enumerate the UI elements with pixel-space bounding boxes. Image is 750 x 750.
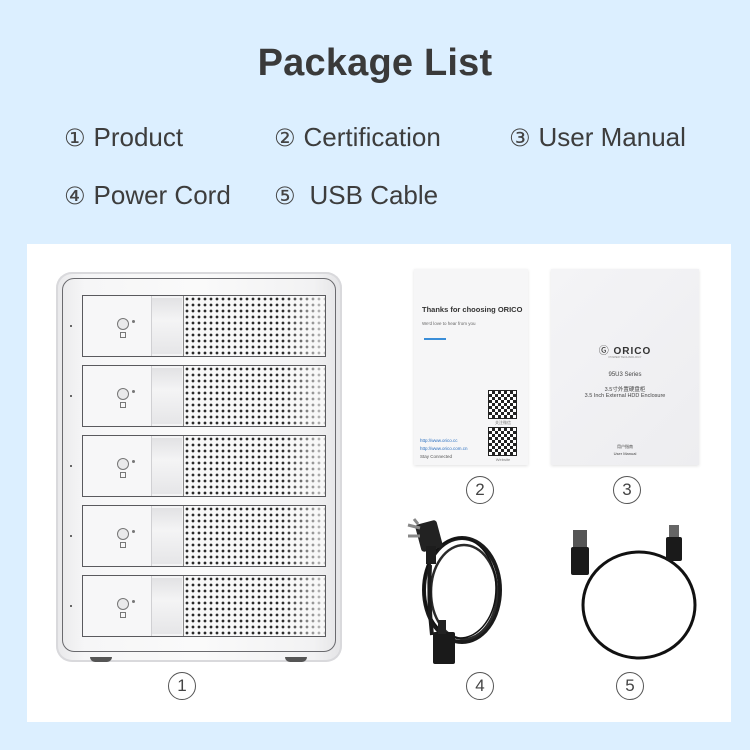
usb-cable-icon (571, 525, 697, 660)
package-item-usb-cable: ⑤ USB Cable (274, 180, 438, 211)
caption-usb-cable: 5 (616, 672, 644, 700)
enclosure-foot (285, 657, 307, 662)
page-title: Package List (257, 42, 493, 84)
leaflet-subtitle: We'd love to hear from you (422, 321, 476, 326)
lock-icon (120, 542, 126, 548)
manual-footer-en: User Manual (613, 451, 637, 456)
power-button-icon (117, 528, 129, 540)
caption-user-manual: 3 (613, 476, 641, 504)
qr-code-icon (488, 427, 517, 456)
logo-subtitle: POWER TECHNOLOGY (608, 355, 642, 359)
manual-footer-cn: 用户指南 (617, 444, 633, 449)
item-number: ② (274, 124, 296, 152)
manual-series: 95U3 Series (608, 372, 642, 378)
accent-bar (424, 338, 446, 340)
orico-logo-icon: Ⓖ ORICO (598, 346, 652, 357)
qr-caption: 关注微信 (495, 420, 511, 425)
drive-bay (82, 365, 326, 427)
drive-bay (82, 575, 326, 637)
item-number: ③ (509, 124, 531, 152)
leaflet-title: Thanks for choosing ORICO (422, 305, 523, 314)
leaflet-link: http://www.orico.com.cn (420, 446, 468, 451)
qr-caption: Website (495, 457, 511, 462)
item-label: USB Cable (309, 180, 439, 210)
power-button-icon (117, 598, 129, 610)
caption-power-cord: 4 (466, 672, 494, 700)
user-manual-image: Ⓖ ORICO POWER TECHNOLOGY 95U3 Series 3.5… (551, 269, 699, 465)
power-cord-icon (407, 518, 502, 664)
lock-icon (120, 402, 126, 408)
caption-product: 1 (168, 672, 196, 700)
lock-icon (120, 612, 126, 618)
item-label: User Manual (538, 122, 686, 152)
lock-icon (120, 332, 126, 338)
leaflet-link: http://www.orico.cc (420, 438, 458, 443)
item-label: Power Cord (93, 180, 231, 210)
leaflet-stay-connected: Stay Connected (420, 454, 453, 459)
manual-title-en: 3.5 Inch External HDD Enclosure (584, 393, 666, 399)
certification-leaflet-image: Thanks for choosing ORICO We'd love to h… (414, 269, 528, 465)
qr-code-icon (488, 390, 517, 419)
power-button-icon (117, 318, 129, 330)
item-number: ⑤ (274, 182, 296, 210)
lock-icon (120, 472, 126, 478)
item-number: ④ (64, 182, 86, 210)
manual-title-cn: 3.5寸外置硬盘柜 (604, 387, 646, 393)
drive-bay (82, 295, 326, 357)
item-label: Certification (303, 122, 441, 152)
item-number: ① (64, 124, 86, 152)
drive-bay (82, 435, 326, 497)
power-button-icon (117, 388, 129, 400)
power-button-icon (117, 458, 129, 470)
item-label: Product (93, 122, 184, 152)
caption-certification: 2 (466, 476, 494, 504)
enclosure-foot (90, 657, 112, 662)
drive-bay (82, 505, 326, 567)
